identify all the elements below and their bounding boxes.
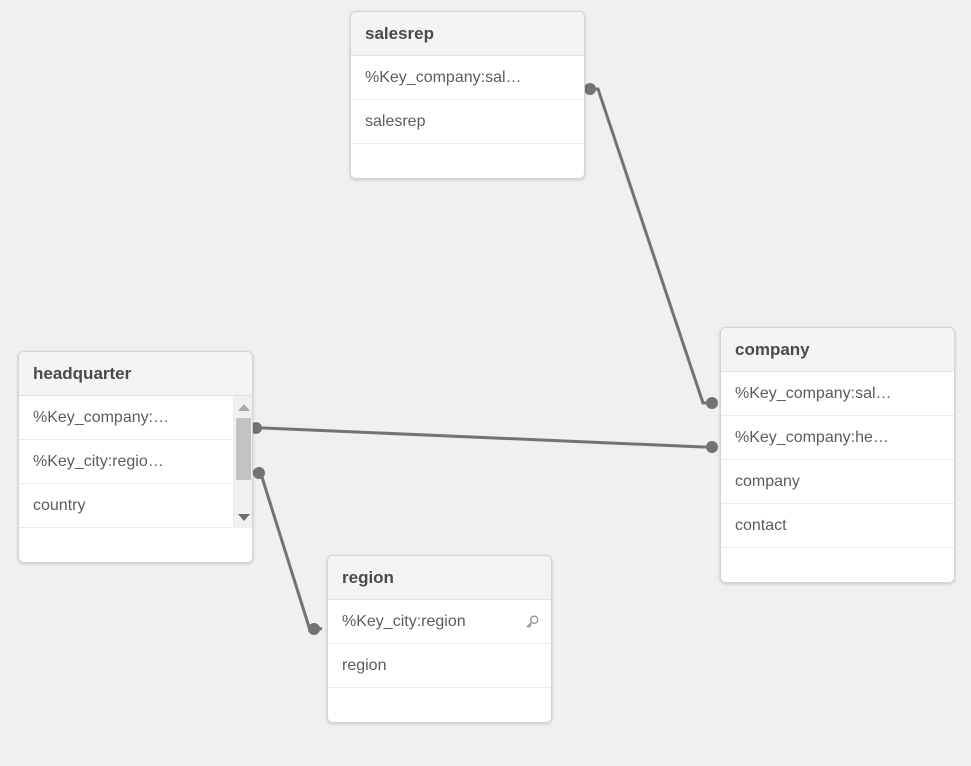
field-row[interactable]: %Key_city:regio… — [19, 440, 252, 484]
table-header-headquarter[interactable]: headquarter — [19, 352, 252, 396]
table-footer-row — [721, 548, 954, 582]
table-title: region — [342, 567, 394, 587]
field-name: %Key_city:region — [342, 612, 466, 630]
scroll-down-arrow-icon[interactable] — [234, 508, 252, 526]
relationship-link-headquarter-company[interactable] — [253, 426, 714, 449]
field-list-salesrep: %Key_company:sal… salesrep — [351, 56, 584, 144]
table-header-company[interactable]: company — [721, 328, 954, 372]
scrollbar-thumb[interactable] — [236, 418, 251, 480]
field-row[interactable]: region — [328, 644, 551, 688]
relationship-link-headquarter-region[interactable] — [252, 470, 323, 631]
field-row[interactable]: country — [19, 484, 252, 528]
table-title: company — [735, 339, 810, 359]
field-name: salesrep — [365, 112, 426, 130]
field-name: %Key_company:he… — [735, 428, 889, 446]
field-row[interactable]: company — [721, 460, 954, 504]
field-row[interactable]: contact — [721, 504, 954, 548]
field-row[interactable]: %Key_company:he… — [721, 416, 954, 460]
table-title: headquarter — [33, 363, 132, 383]
link-endpoint-node[interactable] — [584, 83, 596, 95]
table-header-salesrep[interactable]: salesrep — [351, 12, 584, 56]
link-endpoint-node[interactable] — [706, 441, 718, 453]
table-title: salesrep — [365, 23, 434, 43]
field-list-scrollbar[interactable] — [233, 396, 252, 528]
field-name: company — [735, 472, 800, 490]
field-name: %Key_company:sal… — [735, 384, 892, 402]
field-name: region — [342, 656, 387, 674]
table-footer-row — [351, 144, 584, 178]
field-row[interactable]: %Key_company:… — [19, 396, 252, 440]
field-name: contact — [735, 516, 787, 534]
field-name: %Key_company:sal… — [365, 68, 522, 86]
table-footer-row — [19, 528, 252, 562]
link-endpoint-node[interactable] — [308, 623, 320, 635]
key-icon — [523, 613, 541, 631]
table-card-salesrep[interactable]: salesrep %Key_company:sal… salesrep — [350, 11, 585, 179]
field-row[interactable]: %Key_city:region — [328, 600, 551, 644]
table-header-region[interactable]: region — [328, 556, 551, 600]
table-card-headquarter[interactable]: headquarter %Key_company:… %Key_city:regio… — [18, 351, 253, 563]
field-list-company: %Key_company:sal… %Key_company:he…company… — [721, 372, 954, 548]
field-name: %Key_city:regio… — [33, 452, 164, 470]
scroll-up-arrow-icon[interactable] — [234, 398, 252, 416]
link-endpoint-node[interactable] — [253, 467, 265, 479]
field-list-headquarter: %Key_company:… %Key_city:regio…country — [19, 396, 252, 528]
table-card-company[interactable]: company %Key_company:sal… %Key_company:he…… — [720, 327, 955, 583]
field-row[interactable]: %Key_company:sal… — [351, 56, 584, 100]
table-footer-row — [328, 688, 551, 722]
field-row[interactable]: salesrep — [351, 100, 584, 144]
field-row[interactable]: %Key_company:sal… — [721, 372, 954, 416]
relationship-link-salesrep-company[interactable] — [587, 87, 714, 405]
link-endpoint-node[interactable] — [706, 397, 718, 409]
field-name: country — [33, 496, 86, 514]
field-name: %Key_company:… — [33, 408, 170, 426]
